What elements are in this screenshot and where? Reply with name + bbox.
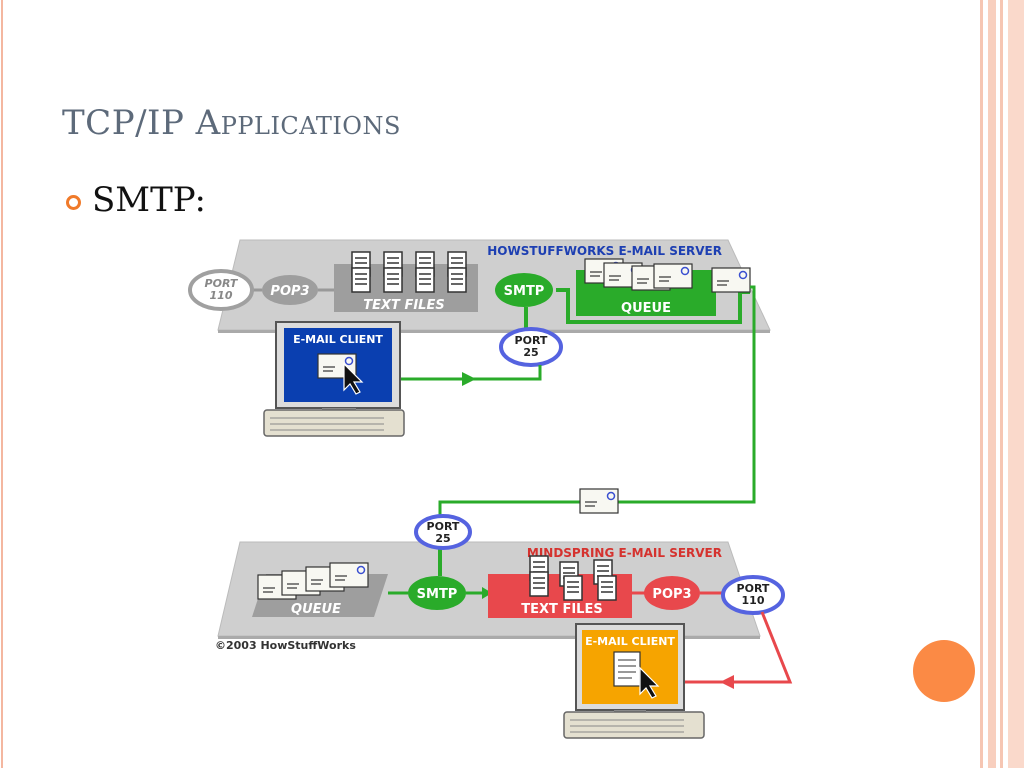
right-border — [976, 0, 1024, 768]
doc-icon — [383, 267, 403, 293]
bottom-port-25 — [414, 514, 472, 550]
bottom-client-label: E-MAIL CLIENT — [585, 635, 675, 648]
keyboard-icon — [563, 711, 705, 739]
top-pop3-label: POP3 — [270, 284, 309, 299]
document-icon — [613, 651, 641, 687]
left-border — [1, 0, 3, 768]
bullet-text: SMTP: — [92, 180, 206, 220]
bottom-smtp-label: SMTP — [417, 587, 458, 602]
doc-icon — [563, 575, 583, 601]
bottom-port-25-line1: PORT — [427, 520, 460, 533]
cursor-icon — [639, 666, 660, 699]
top-port-110-line2: 110 — [210, 289, 233, 302]
top-port-110 — [188, 269, 254, 311]
top-port-25-line2: 25 — [523, 346, 538, 359]
top-port-25 — [499, 327, 563, 367]
title-caps: A — [195, 103, 221, 143]
page-title: TCP/IP APPLICATIONS — [62, 103, 401, 143]
top-pop3 — [262, 275, 318, 305]
top-text-files-label: TEXT FILES — [363, 298, 444, 313]
top-port-25-line1: PORT — [515, 334, 548, 347]
bottom-smtp — [408, 576, 466, 610]
bottom-port-110-line2: 110 — [742, 594, 765, 607]
top-queue-label: QUEUE — [621, 301, 671, 316]
envelope-icon — [329, 562, 369, 588]
envelope-icon — [711, 267, 751, 293]
doc-icon — [415, 267, 435, 293]
decorative-orange-circle — [913, 640, 975, 702]
bottom-port-110 — [721, 575, 785, 615]
bottom-queue-label: QUEUE — [291, 602, 341, 617]
keyboard-icon — [263, 409, 405, 437]
envelope-icon — [579, 488, 619, 514]
bottom-port-25-line2: 25 — [435, 532, 450, 545]
doc-icon — [597, 575, 617, 601]
top-port-110-line1: PORT — [205, 277, 239, 290]
cursor-icon — [343, 362, 364, 395]
copyright-text: ©2003 HowStuffWorks — [215, 639, 356, 652]
bottom-port-110-line1: PORT — [737, 582, 770, 595]
doc-icon — [351, 267, 371, 293]
doc-icon — [529, 571, 549, 597]
doc-icon — [447, 267, 467, 293]
top-smtp — [495, 273, 553, 307]
title-smallcaps: PPLICATIONS — [220, 112, 401, 140]
bottom-server-label: MINDSPRING E-MAIL SERVER — [527, 546, 722, 560]
bottom-text-files-label: TEXT FILES — [521, 602, 602, 617]
bottom-pop3 — [644, 576, 700, 610]
bottom-pop3-label: POP3 — [652, 587, 691, 602]
bullet-icon — [66, 195, 81, 210]
top-server-label: HOWSTUFFWORKS E-MAIL SERVER — [487, 244, 722, 258]
top-client-label: E-MAIL CLIENT — [293, 333, 383, 346]
title-main: TCP/IP — [62, 103, 185, 143]
top-smtp-label: SMTP — [504, 284, 545, 299]
envelope-icon — [653, 263, 693, 289]
